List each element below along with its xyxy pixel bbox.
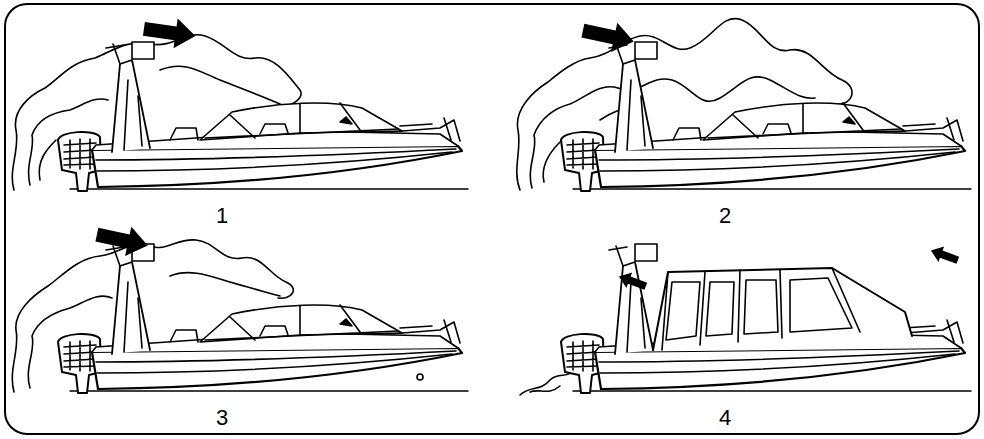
pointer-arrow	[616, 269, 649, 294]
boat-drawing	[561, 244, 971, 393]
canopy-enclosure	[653, 268, 912, 350]
frame-border	[5, 4, 979, 434]
panel-number: 1	[216, 203, 228, 229]
boat-drawing	[58, 42, 468, 191]
wind-arrow	[94, 220, 151, 260]
panel-number: 3	[216, 405, 228, 431]
pointer-arrow	[928, 243, 961, 268]
wind-arrow	[142, 14, 198, 51]
wind-arrow	[580, 16, 637, 56]
boat-drawing	[58, 244, 468, 393]
panel-number: 4	[719, 405, 731, 431]
fumes	[520, 372, 572, 395]
hull-fitting	[417, 374, 423, 380]
panel-number: 2	[719, 203, 731, 229]
boat-drawing	[561, 42, 971, 191]
